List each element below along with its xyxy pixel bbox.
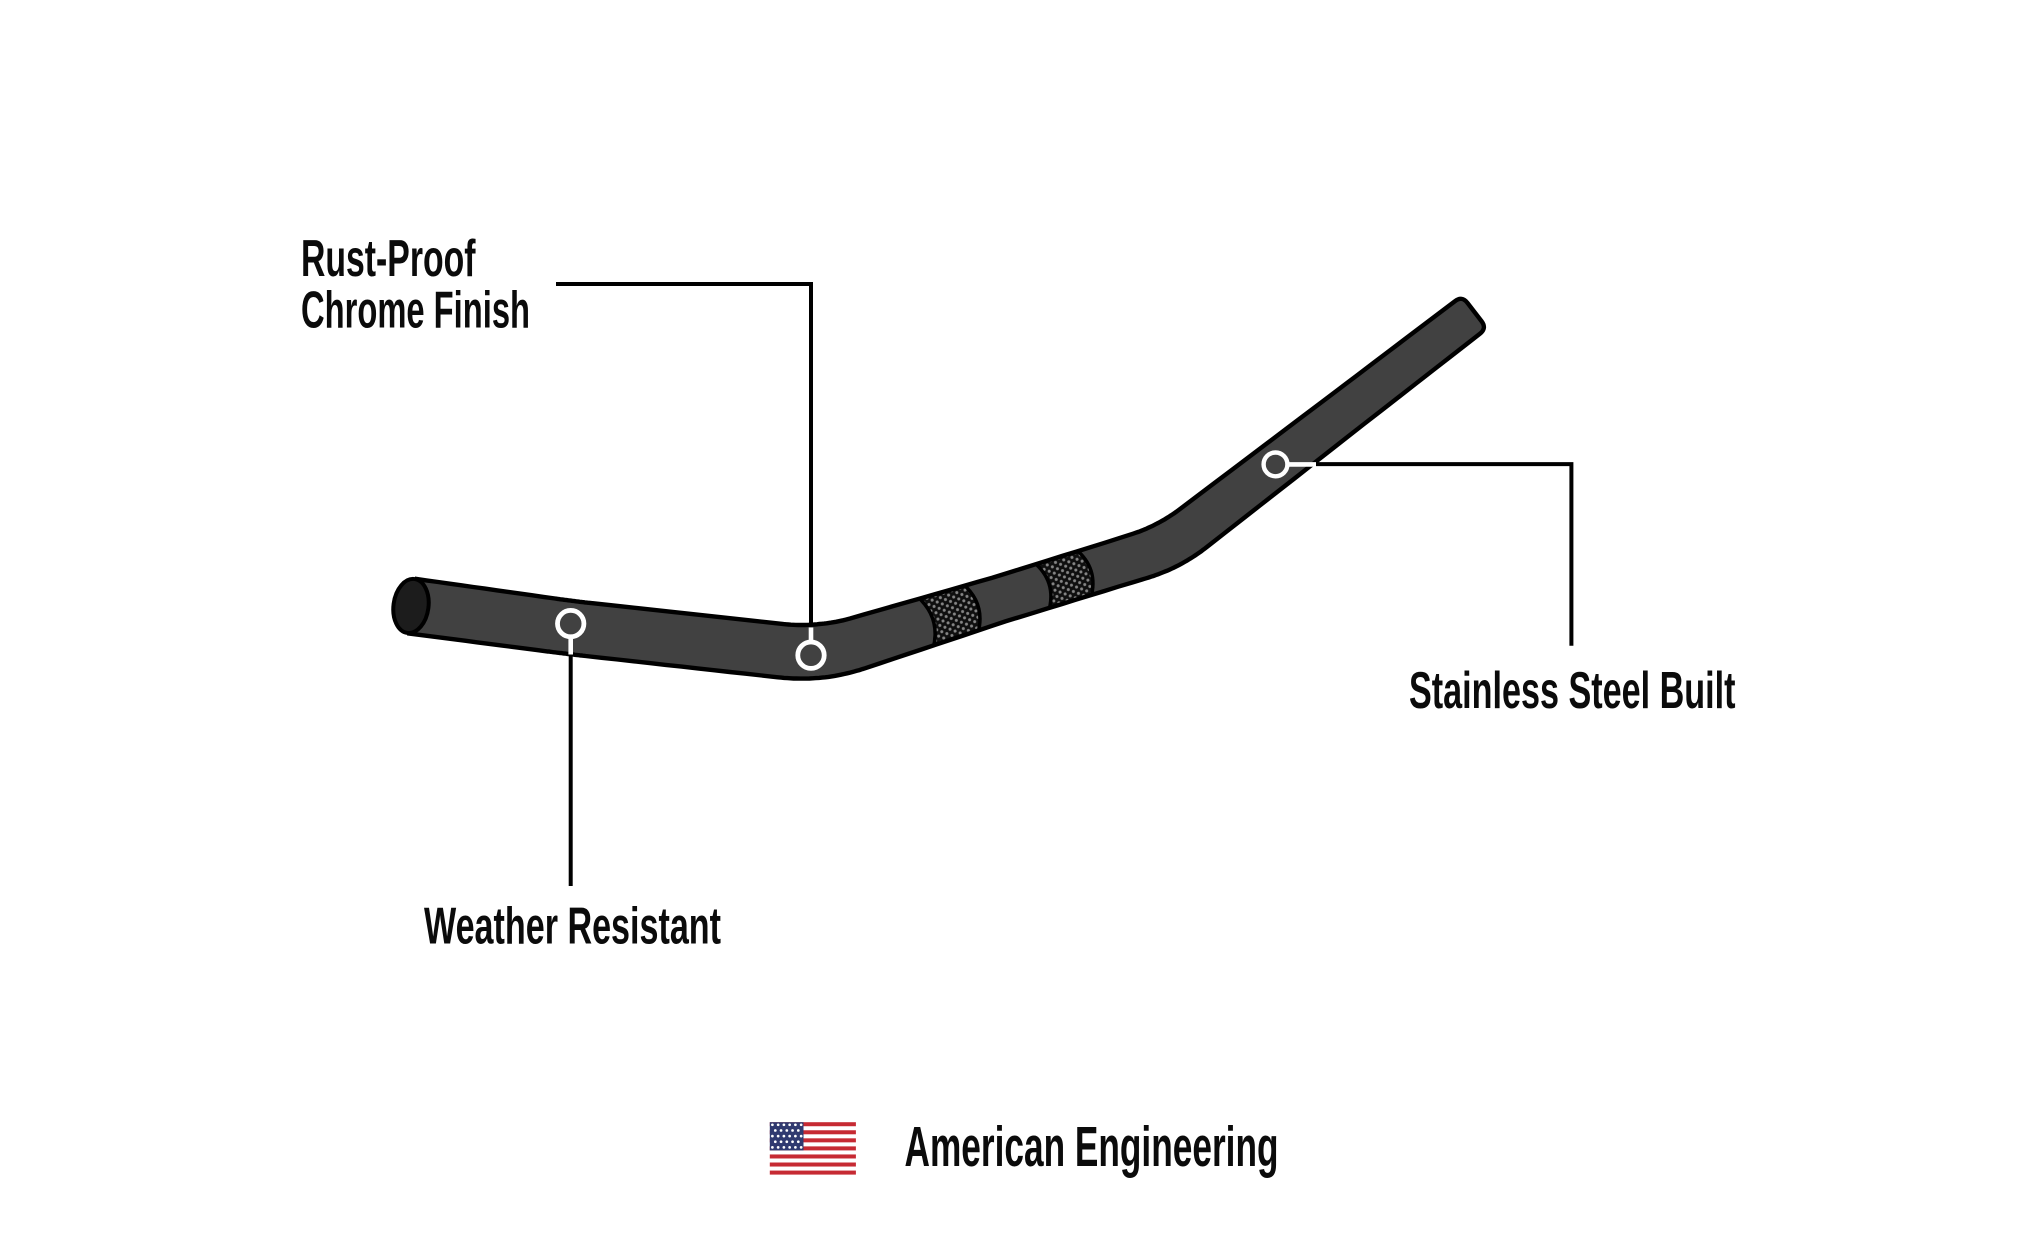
svg-text:Chrome Finish: Chrome Finish: [301, 282, 530, 340]
svg-text:American Engineering: American Engineering: [905, 1115, 1279, 1179]
svg-text:Weather Resistant: Weather Resistant: [424, 898, 721, 956]
svg-text:Stainless Steel Built: Stainless Steel Built: [1409, 662, 1736, 720]
svg-text:Rust-Proof: Rust-Proof: [301, 230, 476, 288]
